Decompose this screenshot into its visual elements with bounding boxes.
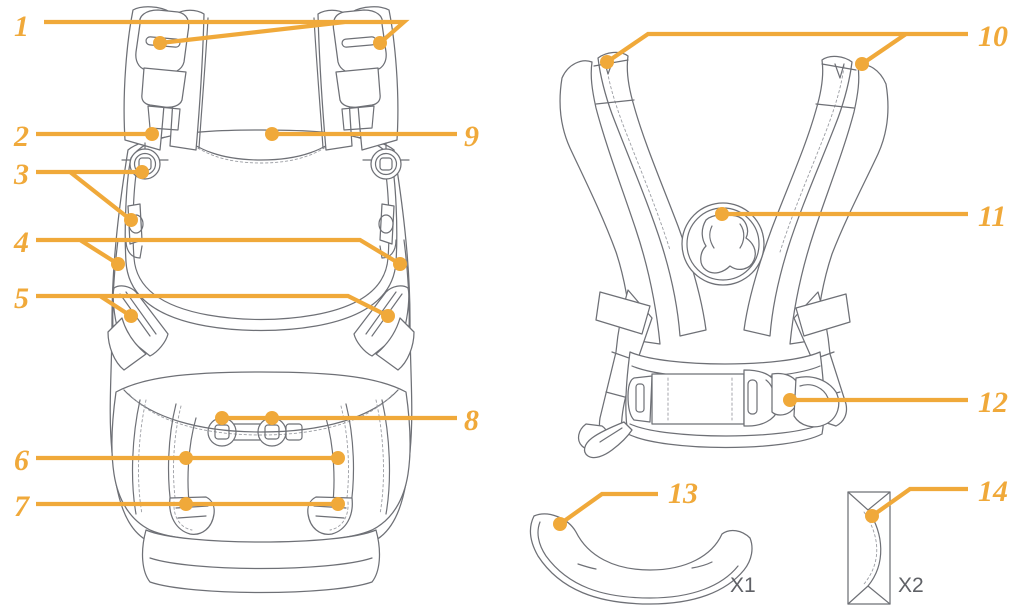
leader-dot-9 — [265, 127, 279, 141]
leader-dot-13 — [553, 517, 567, 531]
headrest-flap-inner-edge — [132, 167, 390, 321]
waist-band-front — [141, 529, 381, 594]
leader-line-14 — [870, 486, 968, 518]
callout-number-10: 10 — [978, 20, 1008, 53]
leader-dot-5-right — [381, 309, 395, 323]
callout-number-14: 14 — [978, 475, 1008, 508]
teething-pad-view — [529, 513, 753, 605]
callout-number-5: 5 — [14, 282, 29, 315]
leader-dot-4-left — [111, 257, 125, 271]
leader-dot-2 — [145, 127, 159, 141]
callout-number-7: 7 — [14, 490, 30, 523]
leader-dot-14 — [865, 509, 879, 523]
shoulder-strap-right-tail — [341, 105, 375, 131]
leader-dot-11 — [715, 207, 729, 221]
leader-dot-6-right — [331, 451, 345, 465]
leader-line-3 — [36, 169, 142, 222]
callout-number-9: 9 — [464, 120, 479, 153]
cross-strap-medallion — [681, 202, 765, 286]
callout-number-8: 8 — [464, 404, 479, 437]
leader-line-1 — [44, 19, 410, 46]
leader-dot-4-right — [393, 257, 407, 271]
callout-number-1: 1 — [14, 10, 29, 43]
leader-dot-12 — [783, 393, 797, 407]
harness-lower-tab-right — [795, 293, 851, 337]
teething-pad — [529, 513, 753, 605]
waist-band-front-edge — [149, 557, 373, 570]
callout-number-12: 12 — [978, 386, 1008, 419]
side-buckle-right — [353, 285, 415, 371]
shoulder-strap-left-tail — [147, 105, 181, 131]
leader-dot-10-right — [855, 57, 869, 71]
leader-dot-7-left — [179, 497, 193, 511]
leader-dot-1-right — [373, 36, 387, 50]
shoulder-buckle-left-tongue — [141, 67, 187, 108]
belt-tail-left — [583, 421, 633, 459]
belt-buckle-female — [627, 373, 745, 425]
leader-dot-7-right — [331, 497, 345, 511]
teething-pad-slot-left — [577, 563, 597, 570]
quantity-labels: X1 X2 — [730, 574, 924, 597]
teething-pad-inner-edge — [537, 521, 739, 599]
leader-dot-8-right — [265, 411, 279, 425]
callout-number-13: 13 — [668, 477, 698, 510]
callout-numbers: 1 2 3 4 5 6 7 8 9 10 11 12 13 14 — [13, 10, 1008, 523]
shoulder-buckle-right — [332, 9, 387, 74]
leader-line-10 — [605, 31, 968, 66]
headrest-snap-right — [362, 142, 410, 180]
harness-pad-right-fold — [815, 63, 857, 109]
leader-dot-3-snap — [135, 165, 149, 179]
callout-number-6: 6 — [14, 444, 29, 477]
harness-lower-tab-left — [595, 291, 651, 335]
seat-top-arc — [123, 389, 399, 433]
front-panel-right-edge — [381, 399, 391, 515]
hood-loop-right — [378, 203, 397, 259]
leader-dot-1-left — [153, 36, 167, 50]
side-panel-seam-right — [403, 239, 410, 331]
shoulder-strap-left-webbing — [198, 17, 209, 149]
teething-pad-slot-right — [691, 561, 713, 569]
callout-number-11: 11 — [978, 200, 1006, 233]
quantity-label-x2: X2 — [898, 574, 924, 597]
leader-dot-3-loop — [124, 213, 138, 227]
shoulder-buckle-right-tongue — [335, 67, 381, 108]
belt-tail-right-edge — [799, 384, 829, 399]
leader-dot-5-left — [124, 309, 138, 323]
callout-number-2: 2 — [13, 120, 29, 153]
side-panel-seam-left — [112, 239, 119, 331]
leader-line-4 — [36, 237, 402, 266]
harness-strap-left-stitch — [605, 61, 671, 251]
harness-shoulder-pad-right — [789, 64, 889, 345]
side-buckle-left — [107, 285, 169, 371]
waist-belt-bottom-edge — [629, 423, 823, 437]
leader-dot-10-left — [600, 55, 614, 69]
callout-leaders — [36, 19, 968, 531]
harness-strap-left — [597, 51, 707, 337]
back-harness-view — [559, 51, 889, 459]
harness-strap-right — [743, 55, 853, 337]
harness-shoulder-pad-left — [559, 60, 661, 345]
leader-line-13 — [558, 491, 658, 526]
quantity-label-x1: X1 — [730, 574, 756, 597]
front-panel-left-stitch — [138, 399, 147, 515]
harness-pad-right-notch — [834, 63, 845, 79]
harness-strap-right-stitch — [779, 65, 845, 253]
callout-number-4: 4 — [13, 226, 29, 259]
seat-top-stitch — [128, 393, 394, 436]
leader-dot-6-left — [179, 451, 193, 465]
headrest-neckline-stitch — [181, 135, 341, 164]
front-panel-right-stitch — [375, 399, 384, 515]
belt-tail-left-edge — [599, 427, 623, 443]
callout-number-3: 3 — [13, 158, 29, 191]
leader-dot-8-left — [215, 411, 229, 425]
